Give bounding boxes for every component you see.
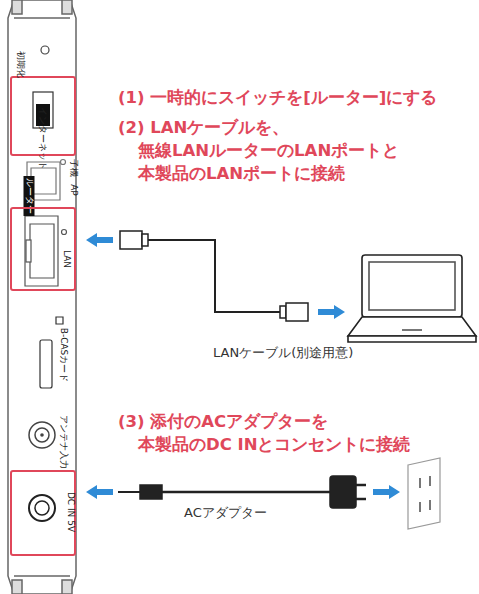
device-label: B-CASカード	[59, 328, 68, 383]
instruction-step: (1) 一時的にスイッチを[ルーター]にする	[118, 86, 437, 109]
outlined-box: LAN	[10, 207, 76, 291]
part-label: LANケーブル(別途用意)	[213, 344, 353, 362]
ac-adapter	[118, 476, 366, 508]
wall-outlet	[408, 458, 440, 529]
device-label: 初期化	[16, 51, 25, 78]
device-label: AP	[69, 184, 78, 196]
device-label: インターネット	[38, 107, 47, 170]
device-label: アンテナ入力	[59, 415, 68, 469]
device-label: DC IN 5V	[66, 492, 75, 532]
instruction-step: (2) LANケーブルを、 無線LANルーターのLANポートと 本製品のLANポ…	[118, 116, 399, 185]
device-label: ルーター	[24, 176, 35, 216]
text-line: 本製品のDC INとコンセントに接続	[138, 433, 411, 456]
outlined-box: DC IN 5V	[10, 470, 76, 556]
text-line: (2) LANケーブルを、	[118, 116, 399, 139]
device-housing	[8, 0, 76, 594]
part-label: ACアダプター	[184, 504, 267, 522]
text-line: (3) 添付のACアダプターを	[118, 410, 411, 433]
device-label: LAN	[62, 250, 71, 268]
instruction-step: (3) 添付のACアダプターを 本製品のDC INとコンセントに接続	[118, 410, 411, 456]
text-line: 無線LANルーターのLANポートと	[138, 139, 399, 162]
lan-cable	[120, 231, 308, 321]
direction-arrow	[86, 233, 400, 499]
device-label: 子機	[69, 159, 78, 177]
laptop	[348, 255, 476, 342]
text-line: 本製品のLANポートに接続	[138, 162, 399, 185]
